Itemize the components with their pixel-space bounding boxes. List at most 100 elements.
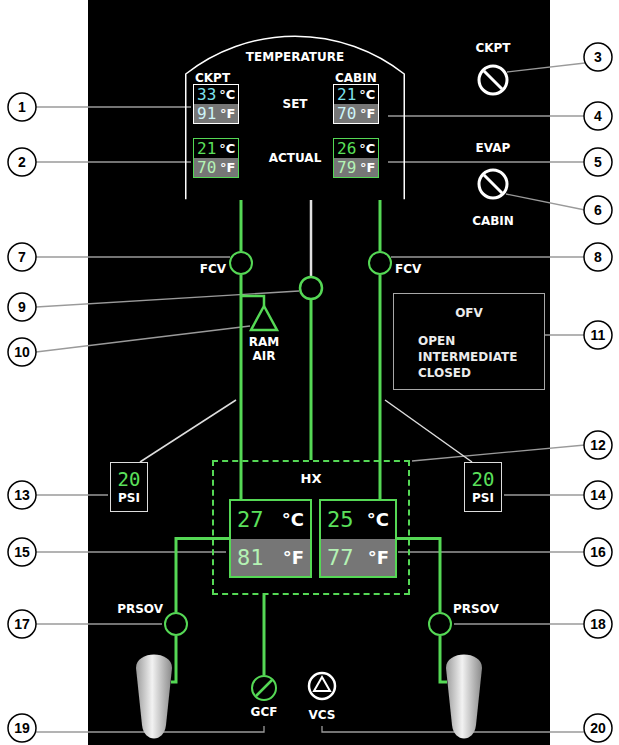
temperature-readout: 27 °C 81°F	[229, 499, 312, 578]
temperature-unit: °F	[368, 547, 389, 568]
temperature-value: 33	[197, 85, 216, 104]
temperature-unit: °F	[283, 547, 304, 568]
callout-number: 3	[594, 49, 602, 65]
component-label: RAM AIR	[249, 335, 279, 363]
valve-slash	[256, 680, 272, 696]
box-title: HX	[214, 471, 408, 486]
shutoff-valve: PRSOV	[428, 612, 452, 636]
temperature-unit: °C	[219, 141, 235, 156]
temperature-value: 21	[337, 85, 356, 104]
temperature-readout: 25 °C 77 °F	[319, 499, 397, 578]
duct-line	[379, 275, 382, 499]
pressure-box: 20PSI	[464, 462, 502, 512]
leader-lines	[36, 63, 585, 732]
panel-label: ACTUAL	[185, 151, 405, 165]
right-engine	[446, 655, 482, 739]
duct-line	[176, 539, 229, 613]
callout-number: 12	[590, 437, 606, 453]
temperature-value: 91	[197, 104, 216, 123]
duct-line	[263, 595, 266, 675]
callout-number: 18	[590, 616, 606, 632]
panel-label: CKPT	[195, 71, 230, 85]
fahrenheit-row: 79°F	[334, 158, 378, 177]
temperature-value: 77	[327, 545, 354, 570]
temperature-value: 26	[337, 139, 356, 158]
display-background	[88, 0, 550, 745]
duct-line	[379, 200, 382, 251]
ram-air-inlet	[251, 306, 277, 330]
fahrenheit-row: 91°F	[194, 104, 238, 123]
callout-number: 2	[18, 154, 26, 170]
bleed-duct	[440, 636, 447, 682]
vcs-symbol	[314, 677, 330, 691]
celsius-row: 21°C	[194, 139, 238, 158]
celsius-row: 33°C	[194, 85, 238, 104]
outflow-valve-box: OFVOPENINTERMEDIATECLOSED	[393, 293, 545, 390]
temperature-readout: 33°C91°F	[193, 84, 239, 124]
pressure-value: 20	[118, 468, 141, 490]
duct-line	[240, 275, 243, 499]
heat-exchanger: 27 °C 81°F 25 °C 77 °F HX	[212, 460, 410, 595]
panel-label: SET	[185, 97, 405, 111]
callout-number: 1	[18, 99, 26, 115]
callout-number: 9	[18, 299, 26, 315]
callout-number: 4	[594, 108, 602, 124]
temperature-readout: 21°C70 °F	[333, 84, 379, 124]
valve-label: PRSOV	[117, 602, 163, 616]
temperature-unit: °C	[219, 87, 235, 102]
duct-line	[397, 539, 440, 613]
temperature-panel: 33°C91°F21°C70°F21°C70°F26°C79°FTEMPERAT…	[185, 36, 405, 200]
callout-number: 11	[591, 327, 606, 343]
pressure-unit: PSI	[118, 490, 140, 506]
callout-number: 17	[14, 616, 30, 632]
temperature-value: 70	[337, 104, 356, 123]
callout-number: 15	[14, 544, 30, 560]
temperature-unit: °C	[359, 141, 375, 156]
celsius-row: 27 °C	[231, 501, 310, 539]
callout-number: 16	[590, 544, 606, 560]
callout-number: 20	[590, 720, 606, 736]
temperature-value: 79	[337, 158, 356, 177]
bypass-line	[310, 200, 313, 277]
fahrenheit-row: 81°F	[231, 539, 310, 577]
temperature-unit: °F	[360, 106, 375, 121]
pressure-leader	[140, 400, 236, 462]
fan-valve: GCF	[251, 675, 277, 701]
valve-label: PRSOV	[453, 602, 499, 616]
flow-control-valve: FCV	[368, 251, 392, 275]
temperature-unit: °C	[282, 509, 304, 530]
pressure-value: 20	[472, 468, 495, 490]
temperature-readout: 21°C70°F	[193, 138, 239, 178]
component-label: EVAP	[476, 141, 511, 155]
left-engine	[136, 655, 172, 739]
valve-label: FCV	[200, 262, 226, 276]
bypass-duct	[310, 299, 313, 460]
valve-position: INTERMEDIATE	[418, 350, 517, 364]
callout-number: 13	[14, 487, 30, 503]
panel-title: TEMPERATURE	[185, 50, 405, 64]
temperature-value: 27	[237, 507, 264, 532]
panel-label: CABIN	[335, 71, 377, 85]
pressure-box: 20PSI	[110, 462, 148, 512]
celsius-row: 21°C	[334, 85, 378, 104]
valve-label: FCV	[395, 262, 421, 276]
callout-number: 14	[590, 487, 606, 503]
callout-number: 7	[18, 249, 26, 265]
temperature-value: 70	[197, 158, 216, 177]
vcs-symbol	[309, 673, 335, 699]
temperature-value: 25	[327, 507, 354, 532]
component-label: VCS	[309, 708, 336, 722]
temperature-readout: 26°C79°F	[333, 138, 379, 178]
temperature-unit: °C	[367, 509, 389, 530]
callout-number: 5	[594, 154, 602, 170]
fahrenheit-row: 70°F	[194, 158, 238, 177]
ram-air-duct	[241, 296, 264, 306]
valve-position: OPEN	[418, 334, 455, 348]
mixing-valve	[300, 277, 322, 299]
celsius-row: 26°C	[334, 139, 378, 158]
component-label: CABIN	[472, 214, 514, 228]
temperature-control-valves	[479, 66, 507, 198]
temperature-unit: °C	[359, 87, 375, 102]
fahrenheit-row: 70 °F	[334, 104, 378, 123]
valve-label: GCF	[251, 705, 278, 719]
